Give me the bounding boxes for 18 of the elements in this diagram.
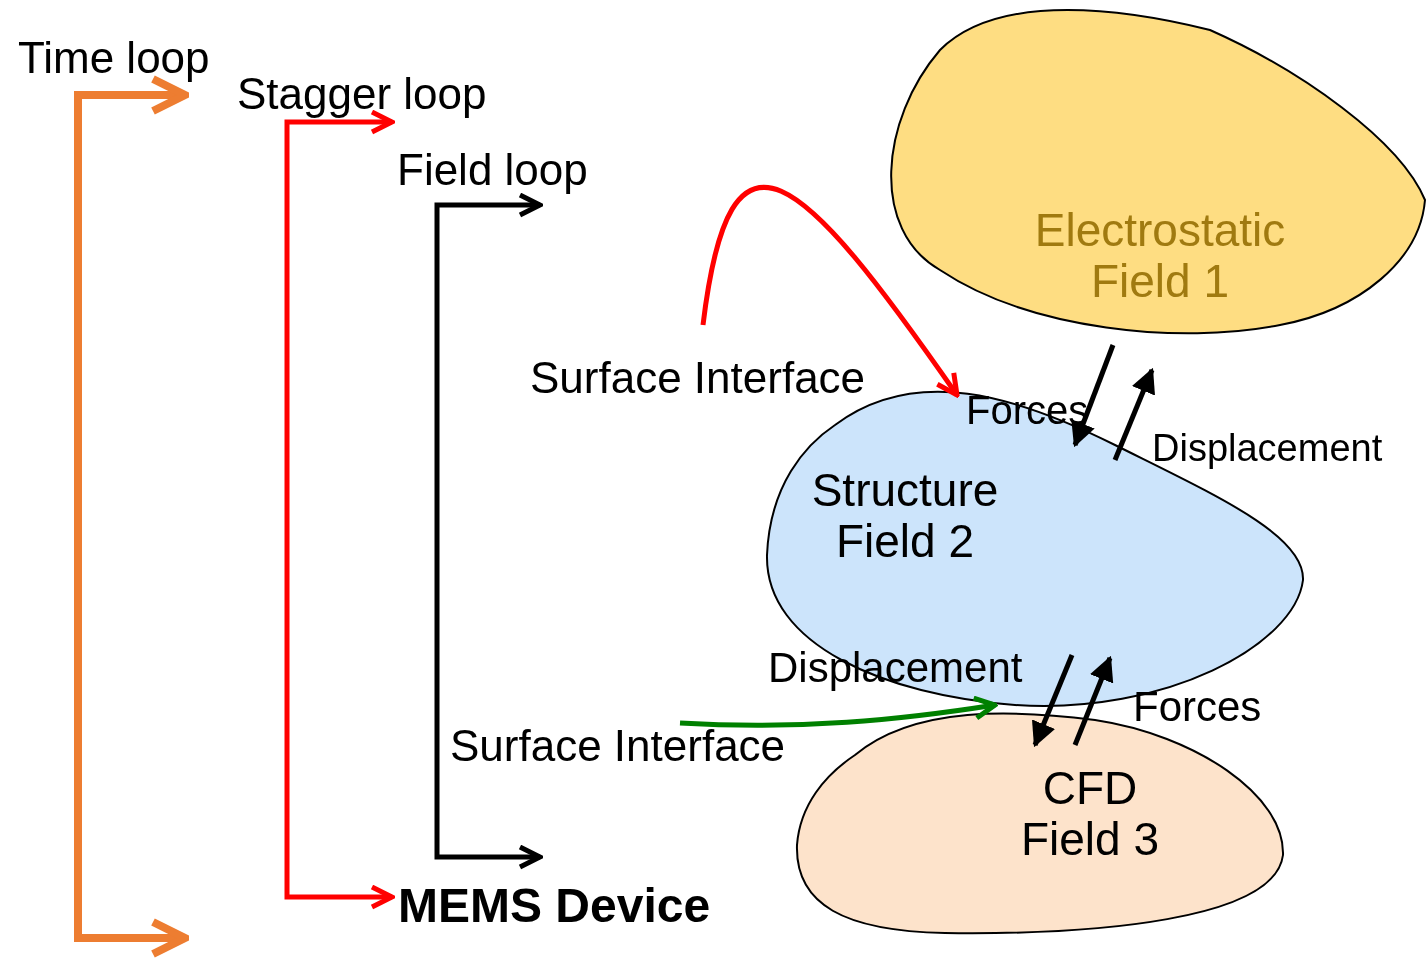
field-name: CFD Field 3 xyxy=(1019,763,1161,865)
arrow xyxy=(1071,344,1116,448)
loop-label: Time loop xyxy=(18,34,210,83)
field-name: Structure Field 2 xyxy=(810,465,1000,567)
arrow xyxy=(1032,654,1075,748)
arrow xyxy=(1072,655,1114,746)
field-name: Electrostatic Field 1 xyxy=(1033,205,1287,307)
arrow xyxy=(284,109,395,910)
interface-label: Stagger loop xyxy=(237,70,487,119)
device-title: MEMS Device xyxy=(398,880,711,933)
arrow xyxy=(700,185,960,398)
edge-label: Forces xyxy=(1133,684,1262,731)
arrow xyxy=(679,695,998,728)
arrow xyxy=(1112,367,1155,461)
loop-label: Field loop xyxy=(397,146,588,195)
interface-label: Surface Interface xyxy=(450,722,786,771)
edge-label: Displacement xyxy=(1152,428,1383,470)
interface-label: Surface Interface xyxy=(530,354,866,403)
